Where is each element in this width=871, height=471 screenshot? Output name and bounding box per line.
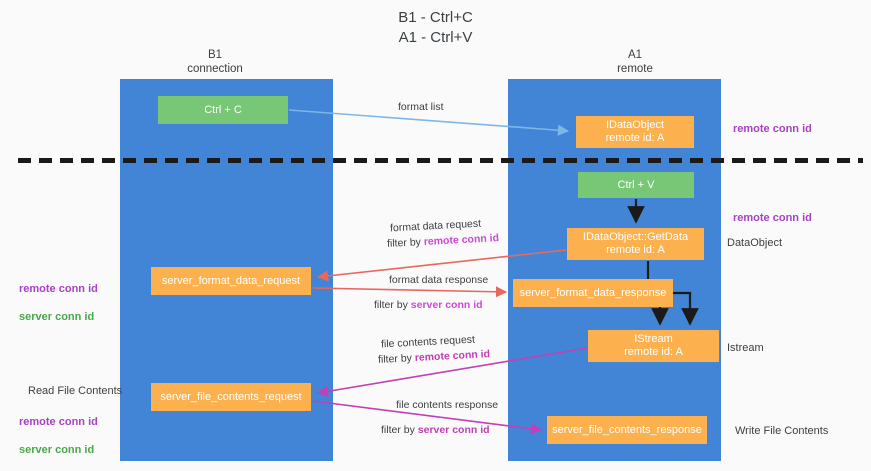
annotation-conn-ids-format: remote conn id server conn id <box>19 268 98 338</box>
annotation-istream: Istream <box>727 342 764 354</box>
annotation-remote-conn-id-mid: remote conn id <box>733 212 812 224</box>
node-istream[interactable]: IStream remote id: A <box>588 330 719 362</box>
annotation-dataobject: DataObject <box>727 237 783 249</box>
node-server-file-contents-request[interactable]: server_file_contents_request <box>151 383 311 411</box>
node-server-file-contents-response[interactable]: server_file_contents_response <box>547 416 707 444</box>
annotation-server-conn-id: server conn id <box>19 311 95 323</box>
edge-label-format-list: format list <box>398 101 444 113</box>
annotation-conn-ids-file: remote conn id server conn id <box>19 401 98 471</box>
annotation-write-file-contents: Write File Contents <box>735 425 829 437</box>
filter-value-server-conn-id: server conn id <box>410 299 483 311</box>
edge-format-data-response <box>312 286 508 298</box>
edge-label-file-contents-response: file contents response <box>396 399 499 411</box>
node-idataobject[interactable]: IDataObject remote id: A <box>576 116 694 148</box>
node-idataobject-getdata[interactable]: IDataObject::GetData remote id: A <box>567 228 704 260</box>
filter-value-remote-conn-id: remote conn id <box>423 232 500 248</box>
section-divider <box>18 158 863 163</box>
node-ctrl-v[interactable]: Ctrl + V <box>578 172 694 198</box>
edge-label-format-data-response-filter: filter by server conn id <box>374 298 483 312</box>
annotation-remote-conn-id: remote conn id <box>19 283 98 295</box>
edge-label-format-data-response: format data response <box>389 274 489 286</box>
annotation-remote-conn-id-2: remote conn id <box>19 416 98 428</box>
filter-value-server-conn-id-2: server conn id <box>417 424 490 436</box>
edge-label-file-contents-response-filter: filter by server conn id <box>381 423 490 437</box>
node-server-format-data-request[interactable]: server_format_data_request <box>151 267 311 295</box>
filter-value-remote-conn-id-2: remote conn id <box>414 348 491 364</box>
annotation-remote-conn-id-top: remote conn id <box>733 123 812 135</box>
diagram-title: B1 - Ctrl+C A1 - Ctrl+V <box>398 9 473 46</box>
lane-header-a1: A1 remote <box>617 49 653 75</box>
lane-header-b1: B1 connection <box>187 49 243 75</box>
node-server-format-data-response[interactable]: server_format_data_response <box>513 279 673 307</box>
annotation-read-file-contents: Read File Contents <box>28 385 123 397</box>
filter-prefix-3: filter by <box>377 352 416 366</box>
node-ctrl-c[interactable]: Ctrl + C <box>158 96 288 124</box>
filter-prefix-4: filter by <box>381 424 418 436</box>
filter-prefix-2: filter by <box>374 299 411 311</box>
filter-prefix: filter by <box>386 236 425 250</box>
annotation-server-conn-id-2: server conn id <box>19 444 95 456</box>
